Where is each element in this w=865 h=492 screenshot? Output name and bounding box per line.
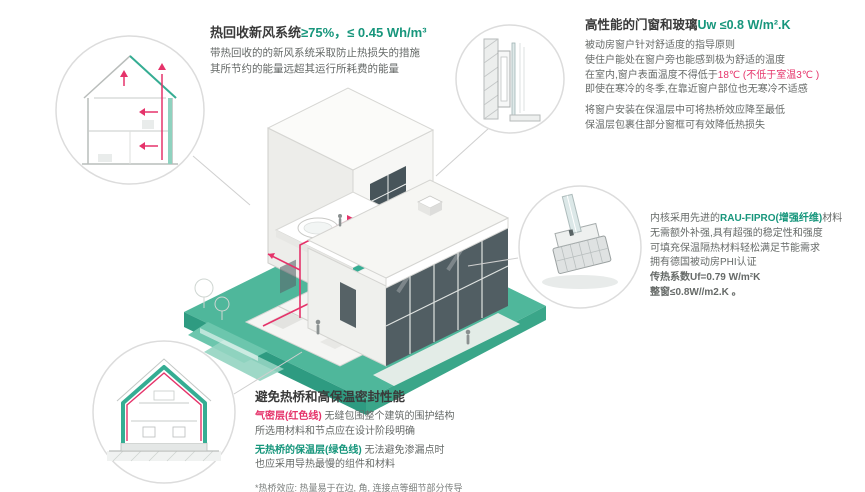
thermal-text-block: 避免热桥和高保温密封性能 气密层(红色线) 无缝包围整个建筑的围护结构 所选用材… xyxy=(255,386,590,492)
heat-recovery-body-line-1: 带热回收的的新风系统采取防止热损失的措施 xyxy=(210,47,420,59)
thermal-line-1-rest: 无缝包围整个建筑的围护结构 xyxy=(321,411,455,422)
profile-text-block: 内核采用先进的RAU-FIPRO(增强纤维)材料 无需额外补强,具有超强的稳定性… xyxy=(650,212,862,301)
windows-line-6: 保温层包裹住部分窗框可有效降低热损失 xyxy=(585,119,765,131)
windows-line-2: 使住户能处在窗户旁也能感到极为舒适的温度 xyxy=(585,54,785,66)
profile-line-3: 可填充保温隔热材料轻松满足节能需求 xyxy=(650,242,820,254)
human-figures xyxy=(315,214,471,345)
windows-title-value: Uw ≤0.8 W/m².K xyxy=(697,18,791,32)
rooftop-unit xyxy=(417,195,443,216)
thermal-line-2: 所选用材料和节点应在设计阶段明确 xyxy=(255,425,415,437)
thermal-line-4: 也应采用导热最慢的组件和材料 xyxy=(255,459,395,471)
house-section-drawing xyxy=(82,54,178,165)
airflow-arrows xyxy=(120,63,166,160)
frame-profile-drawing xyxy=(552,193,612,274)
profile-line-1: 内核采用先进的RAU-FIPRO(增强纤维)材料 xyxy=(650,212,862,227)
window-install-drawing xyxy=(483,38,541,122)
thermal-title: 避免热桥和高保温密封性能 xyxy=(255,390,406,404)
windows-line-3-red: 18℃ (不低于室温3℃ ) xyxy=(717,69,820,81)
thermal-line-3: 无热桥的保温层(绿色线) 无法避免渗漏点时 xyxy=(255,444,590,459)
profile-line-1-brand: RAU-FIPRO(增强纤维) xyxy=(720,213,823,224)
heat-recovery-title-prefix: 热回收新风系统 xyxy=(210,25,302,40)
profile-uw-value: 整窗≤0.8W//m2.K 。 xyxy=(650,286,742,298)
windows-line-3: 在室内,窗户表面温度不得低于18℃ (不低于室温3℃ ) xyxy=(585,69,860,84)
heat-recovery-body-line-2: 其所节约的能量远超其运行所耗费的能量 xyxy=(210,62,399,75)
thermal-line-3-rest: 无法避免渗漏点时 xyxy=(361,444,445,456)
insulation-house-circle xyxy=(92,340,236,484)
windows-title: 高性能的门窗和玻璃Uw ≤0.8 W/m².K xyxy=(585,14,860,33)
profile-line-2: 无需额外补强,具有超强的稳定性和强度 xyxy=(650,227,823,239)
profile-uf-value: 传热系数Uf=0.79 W/m²K xyxy=(650,272,761,284)
windows-title-prefix: 高性能的门窗和玻璃 xyxy=(585,18,698,32)
thermal-footnote: *热桥效应: 热量易于在边, 角, 连接点等细节部分传导 xyxy=(255,483,463,492)
glazed-wing xyxy=(306,179,510,367)
windows-line-3-pre: 在室内,窗户表面温度不得低于 xyxy=(585,69,718,81)
tree-icons xyxy=(194,278,230,320)
insulation-house-drawing xyxy=(107,358,221,462)
thermal-line-1: 气密层(红色线) 无缝包围整个建筑的围护结构 xyxy=(255,410,590,425)
heat-recovery-diagram-circle xyxy=(55,35,205,185)
profile-line-1-post: 材料 xyxy=(822,213,843,224)
heat-recovery-text-block: 热回收新风系统≥75%，≤ 0.45 Wh/m³ 带热回收的的新风系统采取防止热… xyxy=(210,22,475,78)
windows-text-block: 高性能的门窗和玻璃Uw ≤0.8 W/m².K 被动房窗户针对舒适度的指导原则 … xyxy=(585,14,860,134)
window-profile-circle xyxy=(518,185,642,309)
insulation-layer-label: 无热桥的保温层(绿色线) xyxy=(255,444,362,456)
profile-line-1-pre: 内核采用先进的 xyxy=(650,213,720,224)
isometric-house-illustration xyxy=(184,87,546,415)
profile-line-4: 拥有德国被动房PHI认证 xyxy=(650,257,757,269)
windows-line-5: 将窗户安装在保温层中可将热桥效应降至最低 xyxy=(585,105,785,117)
windows-line-1: 被动房窗户针对舒适度的指导原则 xyxy=(585,40,735,51)
heat-recovery-title-value: ≥75%，≤ 0.45 Wh/m³ xyxy=(301,25,427,40)
windows-line-4: 即使在寒冷的冬季,在靠近窗户部位也无寒冷不适感 xyxy=(585,84,808,96)
heat-recovery-title: 热回收新风系统≥75%，≤ 0.45 Wh/m³ xyxy=(210,22,475,41)
airtight-layer-label: 气密层(红色线) xyxy=(255,411,322,422)
window-install-detail-circle xyxy=(455,24,565,134)
